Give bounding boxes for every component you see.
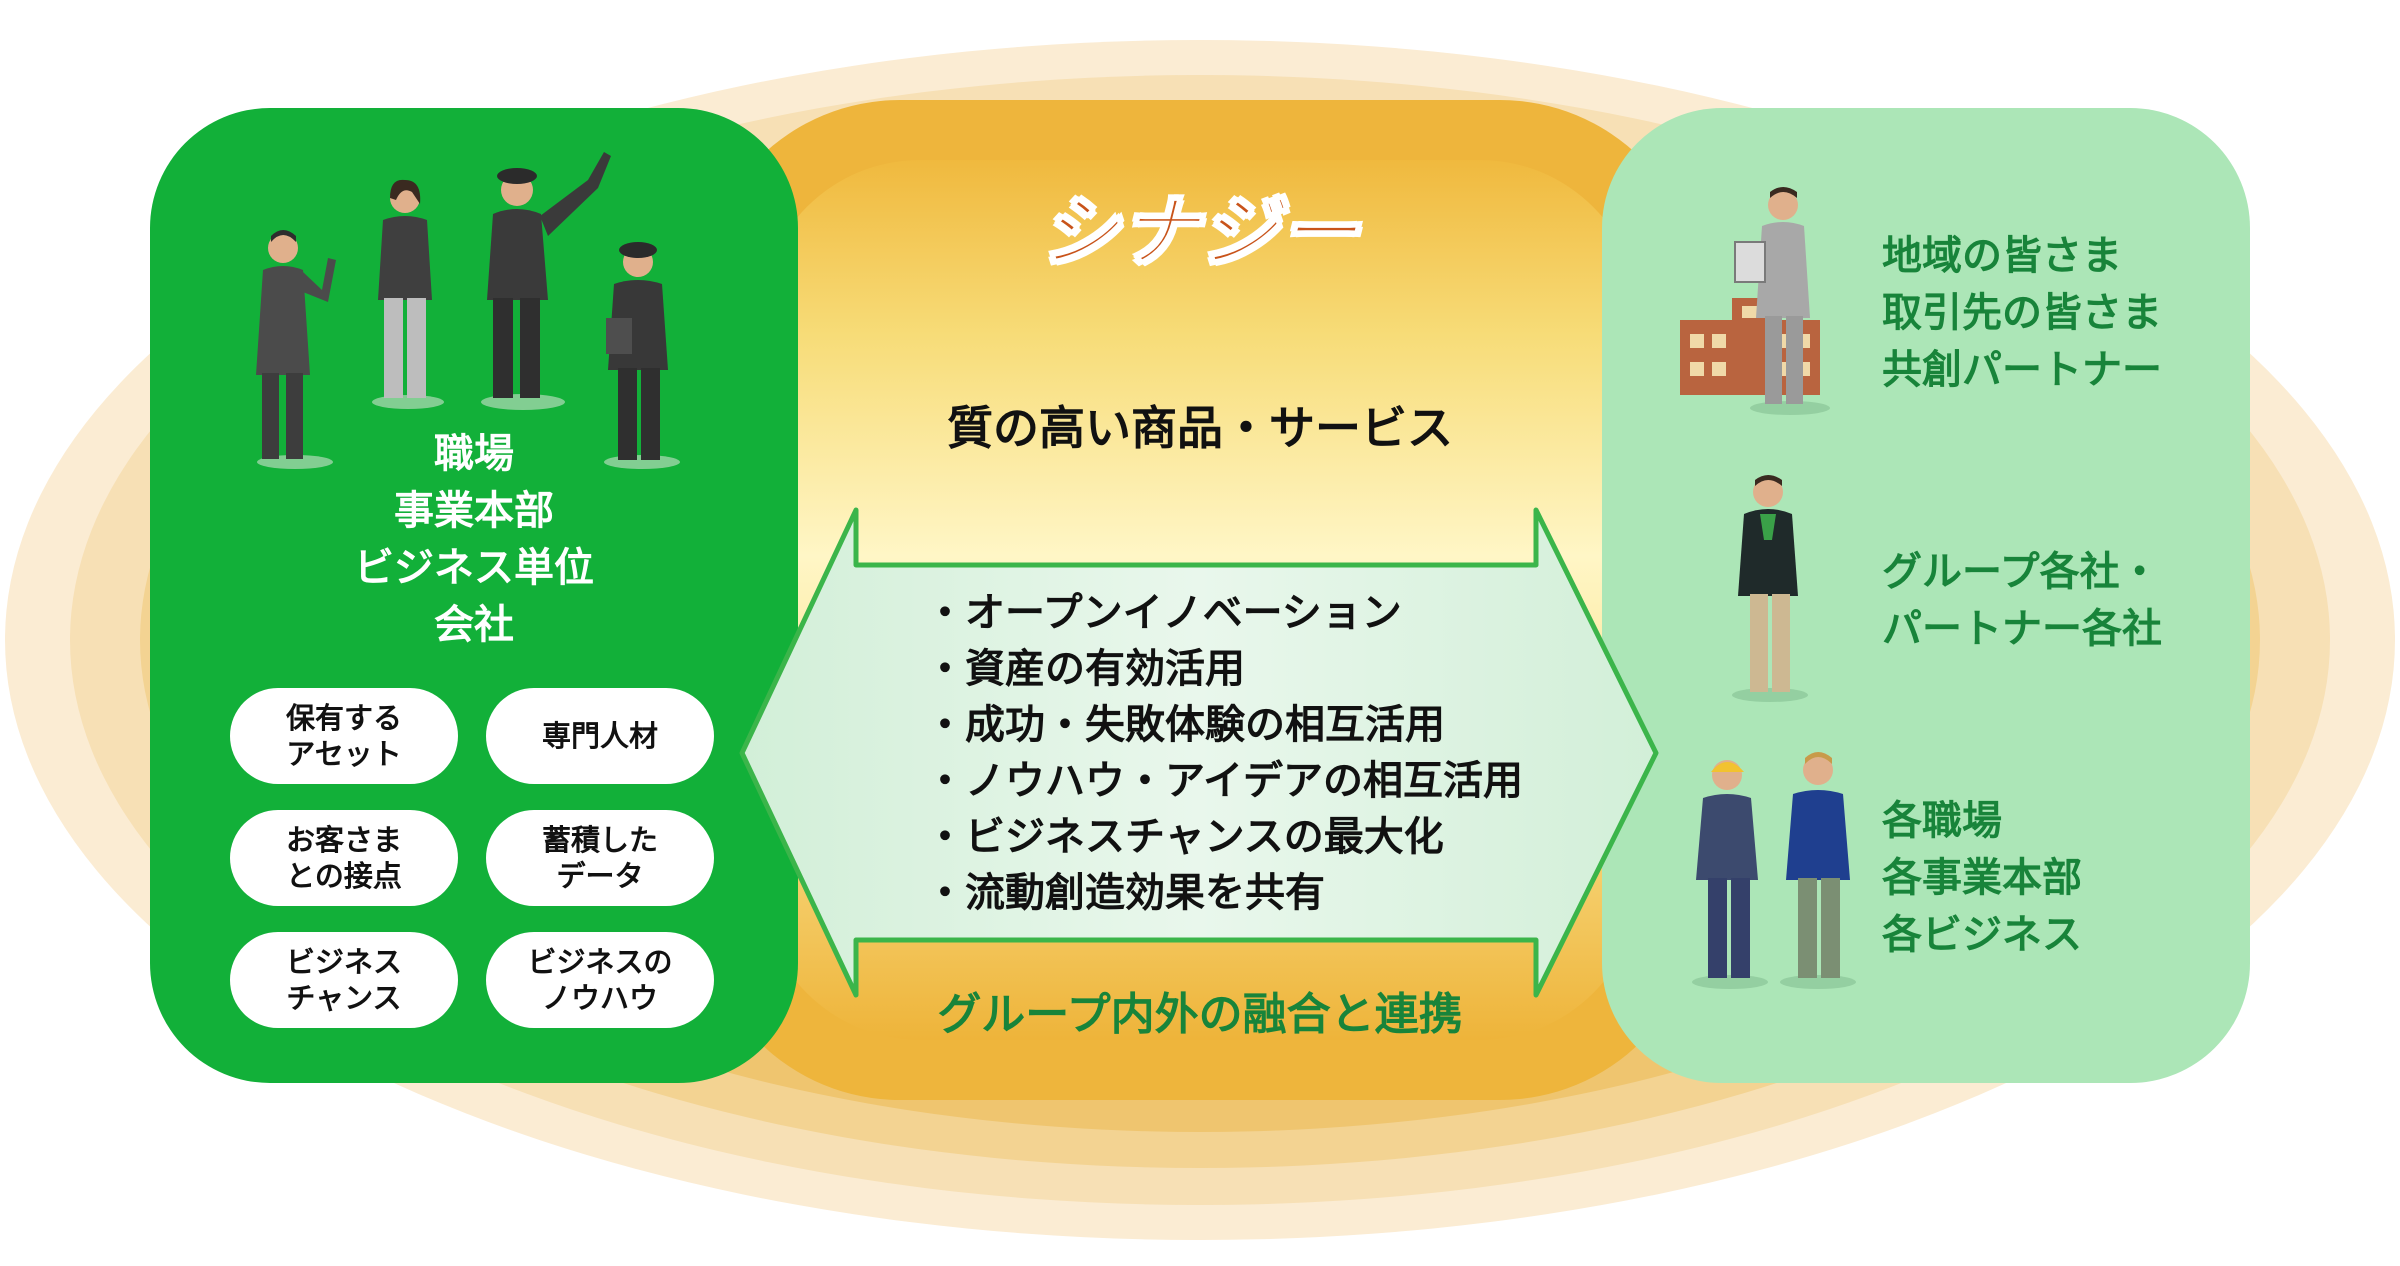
benefit-item: ・流動創造効果を共有 (925, 870, 1325, 916)
pill-line: ノウハウ (541, 981, 658, 1015)
right-group-line: パートナー各社 (1882, 606, 2162, 652)
pill-line: との接点 (286, 859, 402, 893)
right-group-line: 各事業本部 (1882, 855, 2082, 901)
left-title-line: 会社 (434, 602, 514, 648)
right-group-line: 各職場 (1882, 798, 2002, 844)
pill-line: アセット (286, 737, 402, 771)
benefit-item: ・オープンイノベーション (925, 590, 1402, 636)
right-group-line: 共創パートナー (1882, 347, 2162, 393)
pill-line: チャンス (286, 981, 402, 1015)
quality-products-label: 質の高い商品・サービス (947, 401, 1453, 455)
pill-customer-contact: お客さま との接点 (230, 810, 458, 906)
right-group-community: 地域の皆さま 取引先の皆さま 共創パートナー (1882, 228, 2162, 399)
left-title-line: ビジネス単位 (354, 545, 594, 591)
right-group-partners: グループ各社・ パートナー各社 (1882, 544, 2162, 658)
pill-data: 蓄積した データ (486, 810, 714, 906)
pill-line: ビジネス (285, 945, 402, 979)
pill-line: 蓄積した (541, 823, 658, 857)
pill-line: 保有する (285, 701, 402, 735)
pill-specialists: 専門人材 (486, 688, 714, 784)
right-panel: 地域の皆さま 取引先の皆さま 共創パートナー グループ各社・ パートナー各社 各… (1602, 108, 2250, 1083)
pill-line: データ (556, 859, 644, 893)
pill-line: お客さま (285, 823, 402, 857)
right-group-workplaces: 各職場 各事業本部 各ビジネス (1882, 793, 2082, 964)
pill-knowhow: ビジネスの ノウハウ (486, 932, 714, 1028)
pill-line: 専門人材 (541, 719, 658, 753)
right-group-line: グループ各社・ (1882, 549, 2160, 595)
benefit-list: ・オープンイノベーション ・資産の有効活用 ・成功・失敗体験の相互活用 ・ノウハ… (925, 585, 1523, 921)
left-title-line: 職場 (434, 431, 514, 477)
benefit-item: ・ノウハウ・アイデアの相互活用 (925, 758, 1523, 804)
pill-line: ビジネスの (527, 945, 673, 979)
benefit-item: ・ビジネスチャンスの最大化 (925, 814, 1444, 860)
benefit-item: ・資産の有効活用 (925, 646, 1245, 692)
benefit-item: ・成功・失敗体験の相互活用 (925, 702, 1445, 748)
right-group-line: 取引先の皆さま (1882, 290, 2162, 336)
left-panel-title: 職場 事業本部 ビジネス単位 会社 (150, 426, 798, 654)
pill-assets: 保有する アセット (230, 688, 458, 784)
left-panel: 職場 事業本部 ビジネス単位 会社 保有する アセット 専門人材 お客さま との… (150, 108, 798, 1083)
fusion-label: グループ内外の融合と連携 (937, 989, 1463, 1040)
left-title-line: 事業本部 (394, 488, 554, 534)
right-group-line: 各ビジネス (1882, 912, 2082, 958)
pill-business-chance: ビジネス チャンス (230, 932, 458, 1028)
right-group-line: 地域の皆さま (1882, 233, 2122, 279)
synergy-title: シナジー (1039, 187, 1360, 279)
